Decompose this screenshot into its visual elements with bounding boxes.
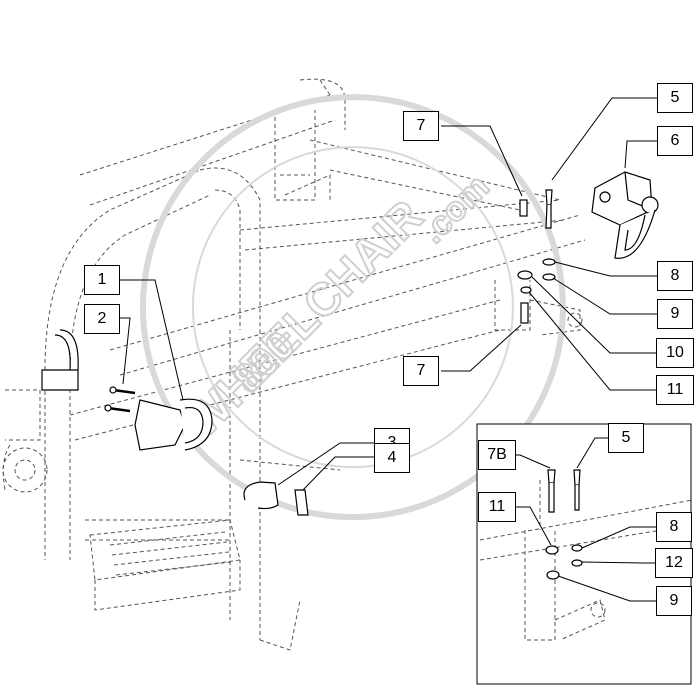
inset-leader-lines <box>507 437 656 602</box>
inset-callout-9: 9 <box>656 586 692 616</box>
callout-7-lower: 7 <box>403 356 439 386</box>
callout-10: 10 <box>656 338 694 368</box>
inset-callout-8: 8 <box>656 512 692 542</box>
inset-callout-12: 12 <box>655 548 693 578</box>
part-armrest-bracket <box>41 329 213 451</box>
inset-callout-11: 11 <box>478 492 516 522</box>
part-handle-6 <box>591 171 659 259</box>
callout-8: 8 <box>657 261 693 291</box>
leader-lines <box>119 97 657 491</box>
part-clamp-3-4 <box>243 481 309 516</box>
callout-11: 11 <box>656 375 694 405</box>
callout-6: 6 <box>657 126 693 156</box>
callout-4: 4 <box>374 443 410 473</box>
inset-drawing <box>479 480 693 641</box>
callout-5: 5 <box>657 83 693 113</box>
callout-7-upper: 7 <box>403 111 439 141</box>
inset-callout-7b: 7B <box>478 440 516 470</box>
watermark-dotcom: .com <box>414 168 497 251</box>
callout-9: 9 <box>657 299 693 329</box>
callout-2: 2 <box>84 304 120 334</box>
part-screws-5-7 <box>517 189 556 324</box>
callout-1: 1 <box>84 265 120 295</box>
inset-callout-5: 5 <box>608 423 644 453</box>
inset-parts <box>545 469 583 580</box>
